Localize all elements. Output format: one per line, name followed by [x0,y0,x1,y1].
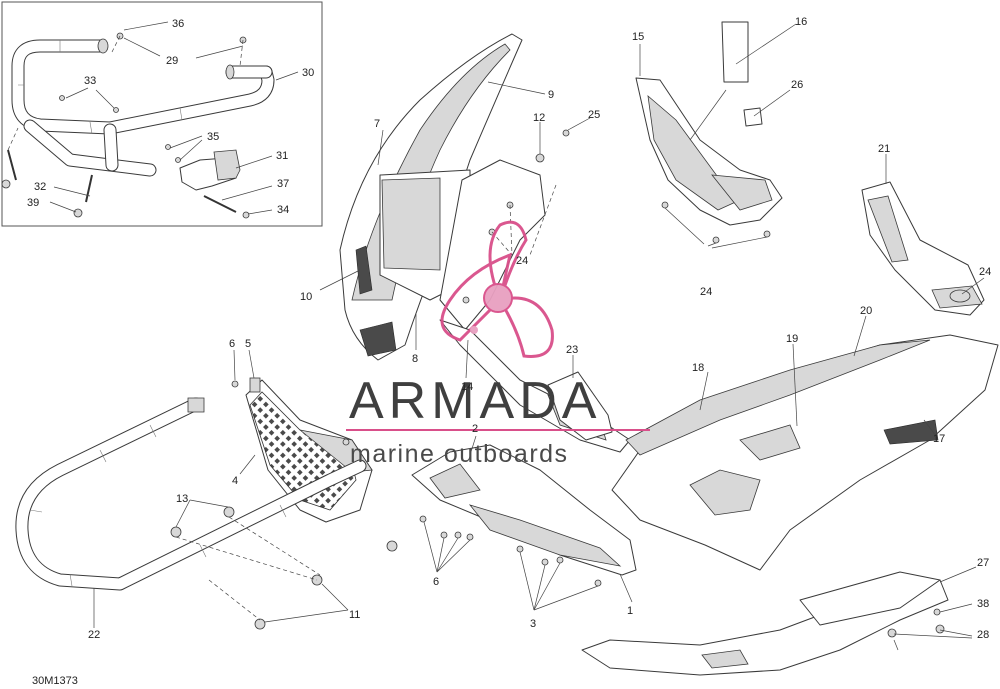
callout-35: 35 [207,131,219,143]
callout-7: 7 [374,118,380,130]
callout-25: 25 [588,109,600,121]
callout-12: 12 [533,112,545,124]
callout-39: 39 [27,197,39,209]
watermark-tagline: marine outboards [350,440,569,468]
callout-9: 9 [548,89,554,101]
inset-leaders [7,21,299,215]
callout-34: 34 [277,204,289,216]
callout-6b: 6 [433,576,439,588]
callout-10: 10 [300,291,312,303]
inset-detail-box [1,1,323,227]
armada-logo-mark [440,220,554,358]
watermark-brand: ARMADA [349,372,601,430]
part-side-panel-upper [635,21,783,244]
callout-27: 27 [977,557,989,569]
callout-24c: 24 [979,266,991,278]
part-lower-fairing [411,355,637,611]
callout-1: 1 [627,605,633,617]
callout-36: 36 [172,18,184,30]
callout-3: 3 [530,618,536,630]
drawing-code: 30M1373 [32,675,78,687]
callout-24a: 24 [516,255,528,267]
part-side-panel-right [861,154,985,316]
callout-15: 15 [632,31,644,43]
callout-28: 28 [977,629,989,641]
part-lower-skid-panel [581,566,977,676]
callout-33: 33 [84,75,96,87]
callout-14: 14 [461,381,473,393]
callout-5: 5 [245,338,251,350]
callout-16: 16 [795,16,807,28]
callout-31: 31 [276,150,288,162]
callout-labels: 1 2 3 4 5 6 6 7 8 9 10 11 12 13 14 15 16… [27,16,991,641]
callout-30: 30 [302,67,314,79]
callout-22: 22 [88,629,100,641]
leaders-top-right [639,23,797,249]
callout-24b: 24 [700,286,712,298]
callout-13: 13 [176,493,188,505]
leaders-upper-center [319,81,591,379]
callout-8: 8 [412,353,418,365]
callout-20: 20 [860,305,872,317]
callout-38: 38 [977,598,989,610]
callout-32: 32 [34,181,46,193]
callout-29: 29 [166,55,178,67]
callout-18: 18 [692,362,704,374]
callout-21: 21 [878,143,890,155]
callout-26: 26 [791,79,803,91]
part-side-cowl-large [611,315,999,571]
callout-4: 4 [232,475,238,487]
part-front-bumper [15,397,398,630]
callout-17: 17 [933,433,945,445]
callout-11: 11 [349,609,360,621]
callout-2: 2 [472,423,478,435]
callout-6a: 6 [229,338,235,350]
callout-37: 37 [277,178,289,190]
callout-19: 19 [786,333,798,345]
callout-23: 23 [566,344,578,356]
